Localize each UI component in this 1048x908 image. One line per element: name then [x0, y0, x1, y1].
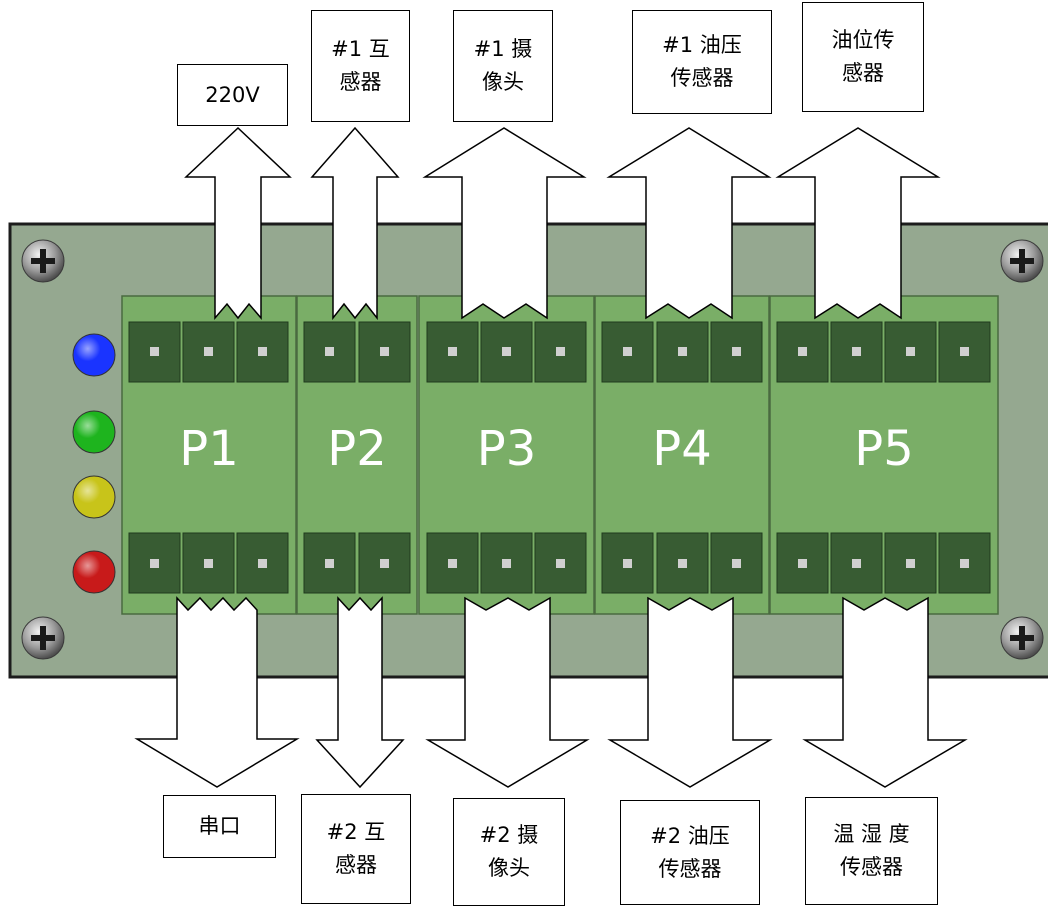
pin-row-top — [426, 321, 587, 383]
pin-row-bottom — [426, 532, 587, 594]
arrow-down-icon-p1 — [134, 596, 300, 788]
pin-row-top — [776, 321, 991, 383]
led-indicators — [72, 333, 116, 594]
arrow-up-icon-p5 — [775, 127, 941, 320]
connector-p4 — [594, 295, 770, 615]
pin-row-bottom — [303, 532, 411, 594]
arrow-down-icon-p4 — [607, 596, 773, 788]
connector-label-p4: P4 — [652, 421, 712, 477]
label-bottom-p4: #2 油压 传感器 — [620, 800, 760, 905]
arrow-up-icon-p2 — [310, 126, 400, 321]
pin-row-bottom — [601, 532, 763, 594]
up-arrows — [184, 126, 941, 321]
arrow-up-icon-p3 — [422, 127, 587, 320]
screw-icon-bottom-left — [21, 616, 65, 660]
arrow-up-icon-p1 — [184, 126, 292, 321]
pin-row-bottom — [776, 532, 991, 594]
label-bottom-p3: #2 摄 像头 — [453, 798, 565, 906]
label-top-p4: #1 油压 传感器 — [632, 10, 772, 114]
down-arrows — [134, 596, 968, 789]
label-top-p1: 220V — [177, 64, 288, 126]
label-top-p5: 油位传 感器 — [802, 2, 924, 112]
connector-label-p5: P5 — [854, 421, 914, 477]
connector-p1 — [121, 295, 297, 615]
connector-p3 — [418, 295, 595, 615]
connector-label-p1: P1 — [179, 421, 239, 477]
arrow-up-icon-p4 — [606, 127, 772, 320]
connector-label-p2: P2 — [327, 421, 387, 477]
label-top-p3: #1 摄 像头 — [453, 10, 553, 122]
arrow-down-icon-p3 — [425, 596, 590, 788]
connector-blocks — [121, 295, 999, 615]
screw-icon-top-right — [1000, 239, 1044, 283]
label-bottom-p2: #2 互 感器 — [301, 794, 411, 904]
connector-p2 — [296, 295, 418, 615]
label-bottom-p1: 串口 — [163, 795, 276, 858]
screw-icon-top-left — [21, 239, 65, 283]
arrow-down-icon-p5 — [802, 596, 968, 788]
pin-row-top — [601, 321, 763, 383]
pin-row-top — [128, 321, 289, 383]
screw-icon-bottom-right — [1000, 616, 1044, 660]
arrow-down-icon-p2 — [315, 596, 405, 789]
connector-label-p3: P3 — [476, 421, 537, 477]
pin-row-top — [303, 321, 411, 383]
label-top-p2: #1 互 感器 — [311, 10, 410, 122]
pin-row-bottom — [128, 532, 289, 594]
label-bottom-p5: 温 湿 度 传感器 — [805, 797, 938, 905]
